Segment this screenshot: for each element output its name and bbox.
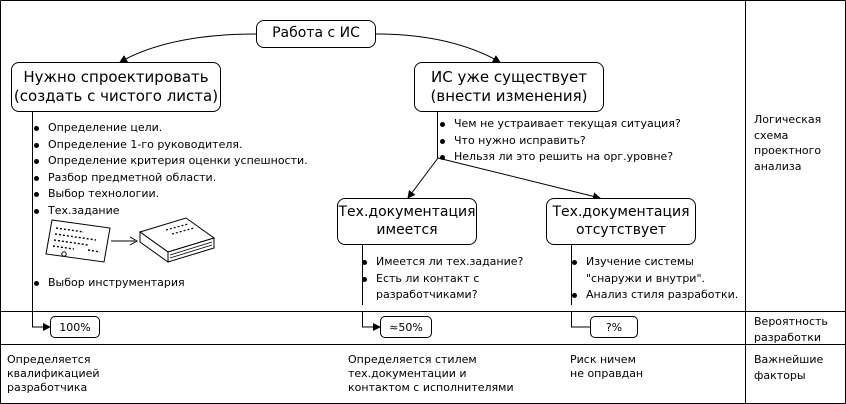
arrow-root-right	[375, 33, 501, 63]
list-item-text: Имеется ли тех.задание?	[376, 255, 524, 268]
probability-badge-doc-missing: ?%	[590, 316, 638, 338]
design-new-line-1: Нужно спроектировать	[23, 68, 209, 87]
list-item-text: Есть ли контакт с	[376, 271, 480, 285]
factor-line: тех.документации и	[348, 367, 467, 381]
design-final-step: Выбор инструментария	[34, 275, 185, 292]
doc-exists-line-1: Тех.документация	[338, 204, 476, 220]
list-item: Выбор инструментария	[34, 275, 185, 292]
design-new-node: Нужно спроектировать (создать с чистого …	[11, 62, 221, 112]
questions-list: Чем не устраивает текущая ситуация? Что …	[440, 116, 681, 166]
side-line: анализа	[754, 159, 802, 173]
list-item: Разбор предметной области.	[34, 170, 308, 187]
list-item-text: разработчиками?	[376, 288, 478, 302]
doc-exists-list: Имеется ли тех.задание? Есть ли контакт …	[362, 254, 523, 304]
root-node: Работа с ИС	[256, 20, 376, 48]
arrow-right-icon	[111, 236, 138, 246]
factor-line: квалификацией	[7, 367, 100, 381]
side-line: проектного	[754, 144, 822, 157]
side-line: Логическая	[754, 113, 822, 126]
factor-line: контактом с исполнителями	[348, 381, 514, 395]
existing-system-node: ИС уже существует (внести изменения)	[414, 62, 604, 112]
probability-badge-doc-exists: ≈50%	[380, 316, 432, 338]
side-label-scheme: Логическая схема проектного анализа	[754, 112, 821, 174]
doc-exists-node: Тех.документация имеется	[337, 198, 477, 245]
side-line: факторы	[754, 368, 806, 382]
arrow-root-left	[119, 33, 257, 63]
list-item-text: Изучение системы	[586, 255, 694, 268]
list-item: Определение критерия оценки успешности.	[34, 153, 308, 170]
design-new-line-2: (создать с чистого листа)	[13, 87, 219, 105]
probability-badge-design: 100%	[50, 316, 100, 338]
factor-line: разработчика	[7, 381, 88, 395]
doc-missing-node: Тех.документация отсутствует	[546, 198, 696, 245]
side-line: Важнейшие	[754, 353, 824, 366]
factor-line: Риск ничем	[570, 353, 636, 366]
list-item: Изучение системы "снаружи и внутри".	[572, 254, 738, 287]
existing-system-line-2: (внести изменения)	[430, 87, 588, 105]
doc-missing-line-2: отсутствует	[575, 221, 666, 238]
side-line: разработки	[754, 330, 822, 344]
factor-design: Определяется квалификацией разработчика	[7, 353, 100, 396]
side-label-probability: Вероятность разработки	[754, 314, 828, 345]
side-label-factors: Важнейшие факторы	[754, 352, 823, 383]
side-line: Вероятность	[754, 315, 828, 328]
list-item: Нельзя ли это решить на орг.уровне?	[440, 149, 681, 166]
list-item: Тех.задание	[34, 203, 308, 220]
doc-exists-line-2: имеется	[376, 221, 438, 238]
list-item: Есть ли контакт с разработчиками?	[362, 271, 523, 304]
side-line: схема	[754, 128, 789, 142]
factor-line: не оправдан	[570, 367, 644, 381]
list-item: Имеется ли тех.задание?	[362, 254, 523, 271]
factor-doc-missing: Риск ничем не оправдан	[570, 353, 643, 381]
list-item: Определение 1-го руководителя.	[34, 137, 308, 154]
list-item: Что нужно исправить?	[440, 133, 681, 150]
factor-doc-exists: Определяется стилем тех.документации и к…	[348, 353, 514, 396]
doc-missing-line-1: Тех.документация	[552, 204, 690, 220]
book-icon	[138, 217, 216, 263]
doc-missing-list: Изучение системы "снаружи и внутри". Анал…	[572, 254, 738, 304]
list-item: Анализ стиля разработки.	[572, 287, 738, 304]
list-item-text: "снаружи и внутри".	[586, 271, 706, 285]
factor-line: Определяется стилем	[348, 353, 477, 366]
list-item: Выбор технологии.	[34, 186, 308, 203]
root-label: Работа с ИС	[272, 25, 360, 42]
document-icon	[45, 219, 111, 263]
list-item: Определение цели.	[34, 120, 308, 137]
arrow-right-has-doc	[407, 157, 439, 199]
design-steps-list: Определение цели. Определение 1-го руков…	[34, 120, 308, 220]
existing-system-line-1: ИС уже существует	[431, 68, 587, 87]
arrow-right-no-doc	[437, 157, 601, 201]
factor-line: Определяется	[7, 353, 91, 366]
list-item: Чем не устраивает текущая ситуация?	[440, 116, 681, 133]
list-item-text: Анализ стиля разработки.	[586, 288, 739, 302]
